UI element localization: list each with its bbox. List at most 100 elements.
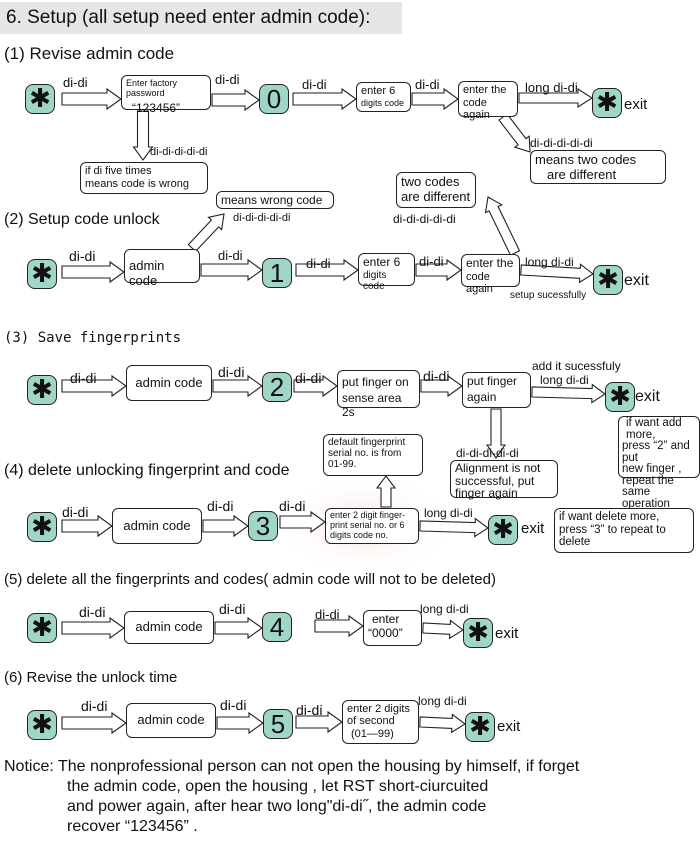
box-line: are different	[401, 188, 471, 204]
flow-arrow	[279, 510, 326, 534]
flow-arrow	[200, 258, 263, 282]
notice-line: the admin code, open the housing , let R…	[67, 778, 489, 795]
flow-arrow	[61, 374, 127, 398]
box-line: enter the	[463, 84, 507, 96]
enter-code-again-box: enter the code again	[461, 254, 520, 295]
five-didi-label: di-di-di-di-di	[150, 146, 208, 158]
didi-label: di-di	[207, 498, 234, 514]
five-didi-label: di-di-di-di-di	[393, 212, 456, 226]
wrong-code-note: means wrong code	[216, 191, 334, 209]
flow-arrow	[419, 713, 466, 734]
flow-arrow	[216, 711, 264, 735]
box-line: serial no. is from	[328, 448, 402, 459]
box-line: repeat the same	[622, 474, 674, 498]
digit-0-key: 0	[259, 84, 289, 114]
default-serial-note: default fingerprint serial no. is from 0…	[323, 434, 423, 476]
admin-code-box: admin code	[124, 249, 200, 288]
asterisk-key-icon: ✱	[605, 382, 635, 412]
box-line: new finger ,	[622, 463, 682, 475]
admin-code-box: admin code	[112, 508, 202, 544]
flow-arrow	[214, 616, 263, 640]
long-didi-label: long di-di	[525, 255, 574, 269]
long-didi-label: long di-di	[418, 694, 467, 708]
five-didi-label: di-di-di-di-di	[530, 136, 593, 150]
setup-success-label: setup sucessfully	[510, 290, 587, 301]
box-line: if want delete more,	[559, 511, 660, 523]
section-title: (4) delete unlocking fingerprint and cod…	[4, 462, 290, 479]
asterisk-key-icon: ✱	[593, 265, 623, 295]
box-line: enter the	[466, 256, 514, 270]
box-line: of second	[347, 715, 395, 728]
box-line: print serial no. or 6	[330, 519, 405, 530]
notice-line: and power again, after hear two long"di-…	[67, 798, 487, 815]
admin-code-box: admin code	[126, 365, 212, 401]
didi-label: di-di	[296, 702, 323, 718]
box-line: Enter factory password	[126, 78, 178, 99]
codes-different-note: means two codes are different	[530, 150, 666, 184]
flow-arrow	[202, 514, 249, 538]
didi-label: di-di	[63, 75, 88, 90]
flow-arrow	[498, 113, 531, 153]
box-line: finger again	[455, 486, 518, 501]
flow-arrow	[518, 87, 594, 109]
admin-code-box: admin code	[124, 611, 214, 644]
box-line: default fingerprint	[328, 437, 406, 448]
asterisk-key-icon: ✱	[27, 259, 57, 289]
factory-password-box: Enter factory password “123456”	[121, 75, 211, 114]
flow-arrow	[61, 616, 125, 640]
box-line: put finger	[467, 374, 518, 388]
flow-arrow	[422, 619, 464, 640]
asterisk-key-icon: ✱	[488, 515, 518, 545]
flow-arrow	[61, 87, 122, 111]
box-line: code again	[463, 96, 490, 122]
didi-label: di-di	[215, 72, 240, 87]
flow-arrow	[187, 213, 225, 253]
didi-label: di-di	[419, 254, 444, 269]
exit-label: exit	[495, 625, 519, 642]
exit-label: exit	[497, 718, 521, 735]
put-finger-box: put finger on sense area 2s	[337, 370, 420, 418]
enter-code-again-box: enter the code again	[458, 81, 518, 121]
two-codes-different-note: two codes are different	[396, 172, 476, 208]
admin-code-box: admin code	[126, 703, 216, 738]
digit-4-key: 4	[262, 612, 292, 642]
box-line: digits code	[361, 97, 405, 108]
box-line: press “3” to repeat to	[559, 523, 666, 536]
flow-arrow	[61, 514, 113, 538]
long-didi-label: long di-di	[525, 80, 578, 95]
flow-arrow	[520, 263, 594, 284]
didi-label: di-di	[79, 604, 106, 620]
exit-label: exit	[624, 96, 648, 113]
section-title: (2) Setup code unlock	[4, 211, 160, 228]
asterisk-key-icon: ✱	[27, 710, 57, 740]
digit-1-key: 1	[262, 258, 292, 288]
asterisk-key-icon: ✱	[27, 512, 57, 542]
flow-arrow	[420, 374, 463, 398]
asterisk-key-icon: ✱	[27, 613, 57, 643]
enter-seconds-box: enter 2 digits of second (01—99)	[342, 700, 419, 744]
flow-arrow	[293, 374, 338, 398]
asterisk-key-icon: ✱	[465, 712, 495, 742]
box-line: enter 2 digit finger-	[330, 510, 406, 520]
put-finger-again-box: put finger again	[462, 372, 531, 408]
didi-label: di-di	[81, 698, 108, 714]
flow-arrow	[61, 260, 125, 284]
notice-line: Notice: The nonprofessional person can n…	[4, 758, 580, 775]
box-line: if want add more,	[626, 417, 682, 441]
didi-label: di-di	[306, 256, 331, 271]
long-didi-label: long di-di	[420, 602, 469, 616]
didi-label: di-di	[219, 601, 246, 617]
asterisk-key-icon: ✱	[592, 88, 622, 118]
box-line: press “2” and put	[622, 440, 690, 464]
section-title: (3) Save fingerprints	[4, 330, 182, 346]
enter-0000-box: enter “0000”	[363, 610, 422, 646]
asterisk-key-icon: ✱	[25, 84, 55, 114]
alignment-fail-note: Alignment is not successful, put finger …	[450, 460, 558, 501]
box-line: 01-99.	[328, 459, 357, 470]
box-line: Alignment is not	[455, 461, 541, 475]
didi-label: di-di	[302, 77, 327, 92]
digit-5-key: 5	[263, 709, 293, 739]
box-line: are different	[547, 166, 617, 182]
box-line: enter 6	[363, 255, 401, 269]
add-success-label: add it sucessfuly	[532, 359, 621, 373]
